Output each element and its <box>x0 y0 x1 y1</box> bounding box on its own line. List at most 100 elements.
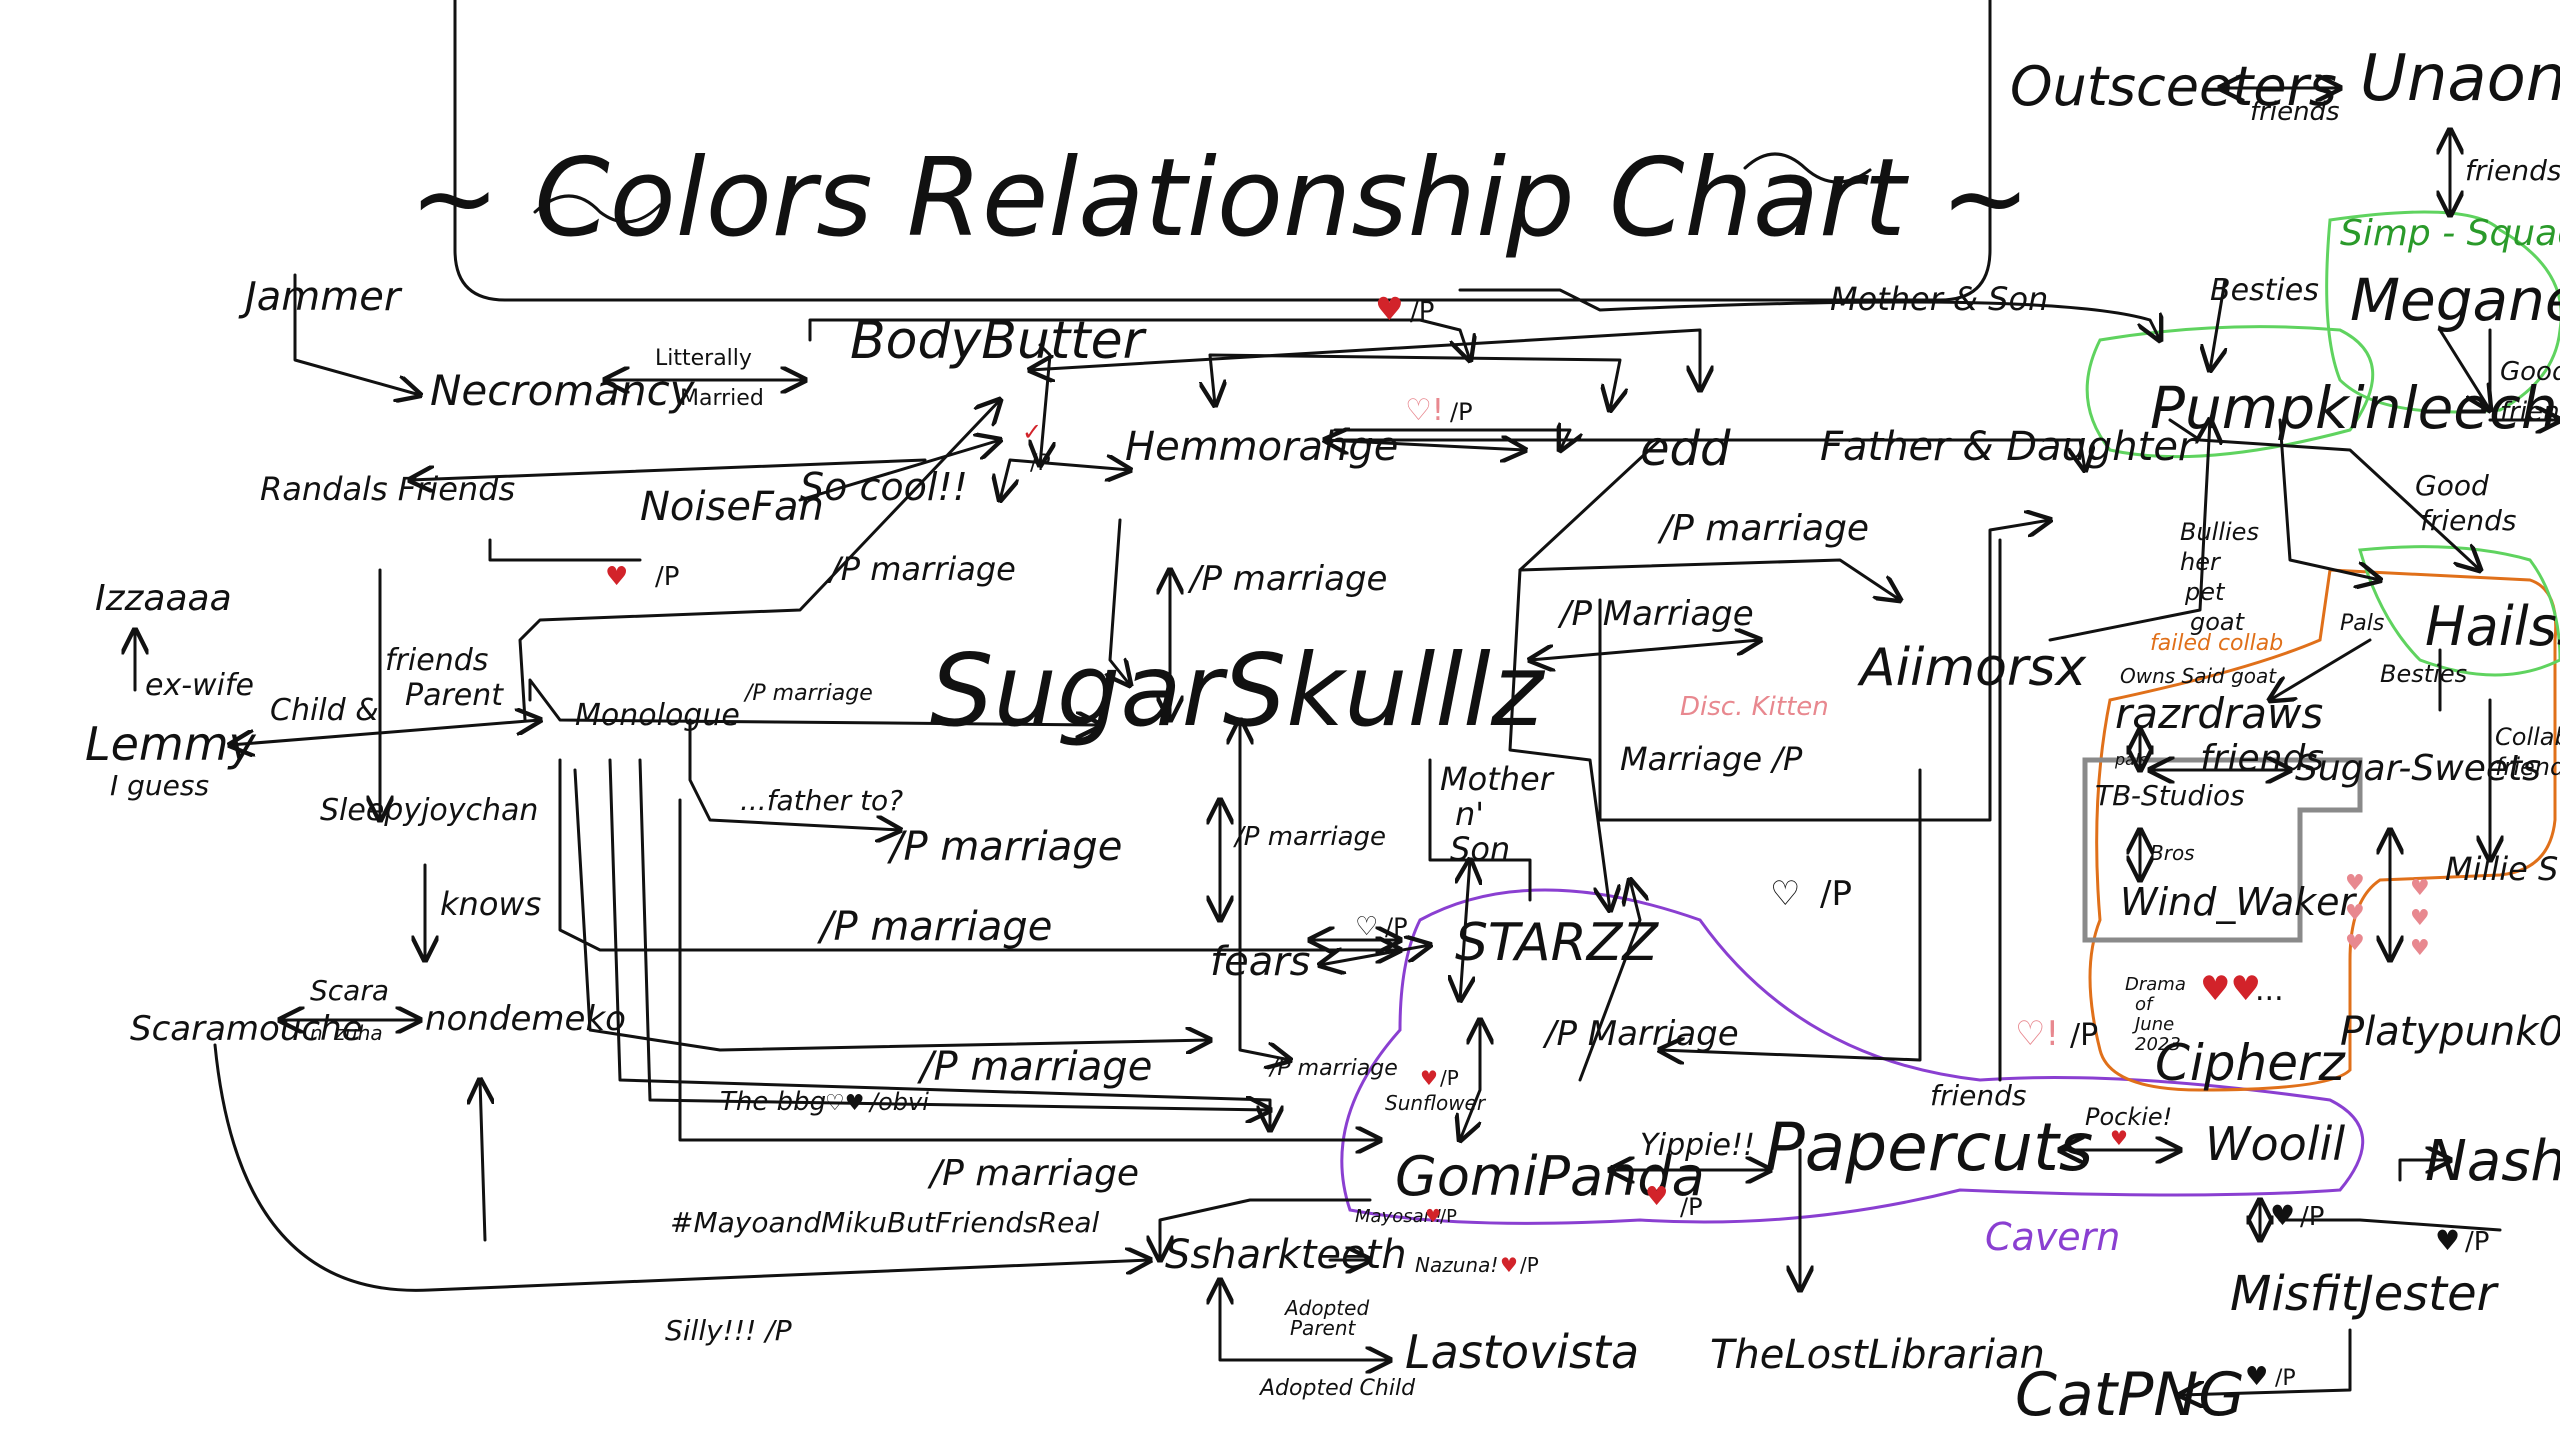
label-failed-collab: failed collab <box>2150 631 2283 656</box>
label-nazuna-p: /P <box>1520 1253 1539 1277</box>
label-collab-friends-1: Collab, <box>2495 723 2560 751</box>
title-squiggle-left <box>533 194 662 224</box>
label-bullies-1: Bullies <box>2180 518 2259 546</box>
node-sugar-sweets[interactable]: Sugar-Sweets <box>2295 748 2541 789</box>
label-mother-n-son-1: Mother <box>1440 760 1555 798</box>
label-pals: Pals <box>2340 611 2384 636</box>
label-heart-p-sunflower: /P <box>1440 1066 1459 1090</box>
label-scara: Scara <box>310 974 389 1007</box>
node-pumpkinleech[interactable]: Pumpkinleech <box>2150 374 2558 442</box>
node-unaone[interactable]: Unaone <box>2360 42 2560 116</box>
node-gomipanda[interactable]: GomiPanda <box>1395 1145 1705 1208</box>
node-izzaaaa[interactable]: Izzaaaa <box>95 578 232 619</box>
node-hailsss[interactable]: Hailsss <box>2425 595 2560 658</box>
label-bullies-4: goat <box>2190 608 2246 636</box>
label-besties-top: Besties <box>2210 273 2319 308</box>
node-razrdraws[interactable]: razrdraws <box>2115 689 2323 738</box>
node-misfitjester[interactable]: MisfitJester <box>2230 1266 2500 1322</box>
node-sugarskulllz[interactable]: SugarSkulllz <box>930 632 1546 749</box>
node-woolil[interactable]: Woolil <box>2205 1117 2345 1171</box>
label-heart-p-top: /P <box>1410 297 1434 327</box>
node-nasher[interactable]: Nasher <box>2425 1129 2560 1194</box>
label-bullies-2: her <box>2180 548 2222 576</box>
label-good-friends-4: friends <box>2420 504 2516 537</box>
label-married: Married <box>680 386 764 411</box>
label-friends-razr: friends <box>2200 738 2324 779</box>
node-meganekko[interactable]: Meganekko <box>2350 266 2560 334</box>
label-drama-2: of <box>2135 994 2155 1015</box>
label-red-hearts-dots: ... <box>2255 973 2284 1008</box>
node-edd[interactable]: edd <box>1640 421 1731 477</box>
node-necromancy[interactable]: Necromancy <box>430 366 696 415</box>
label-besties-hail: Besties <box>2380 660 2467 688</box>
node-catpng[interactable]: CatPNG <box>2015 1360 2245 1430</box>
label-maysan: Mayosan! <box>1355 1206 1442 1227</box>
node-lastovista[interactable]: Lastovista <box>1405 1325 1639 1379</box>
label-father-to: ...father to? <box>740 784 903 817</box>
node-outsceeters[interactable]: Outsceeters <box>2010 55 2337 118</box>
pink-hearts-left-2: ♥ <box>2345 901 2365 926</box>
label-p-marriage-10: /P marriage <box>917 1044 1152 1090</box>
node-platypunk00[interactable]: Platypunk00 <box>2340 1009 2560 1055</box>
label-p-marriage-12: /P marriage <box>927 1153 1139 1194</box>
node-bodybutter[interactable]: BodyButter <box>850 311 1148 371</box>
label-p-marriage-5: /P Marriage <box>1557 594 1754 634</box>
node-monologue[interactable]: Monologue <box>575 698 740 733</box>
heart-bbg: ♡♥ <box>825 1091 864 1116</box>
heart-pockie: ♥ <box>2110 1126 2128 1150</box>
node-thelostlibrarian[interactable]: TheLostLibrarian <box>1710 1332 2045 1378</box>
node-lemmy-subtitle: I guess <box>110 769 209 802</box>
label-p-marriage-6: /P marriage <box>887 824 1122 870</box>
node-noisefan[interactable]: NoiseFan <box>640 484 824 530</box>
cavern-group-outline <box>1340 888 2365 1225</box>
node-sleepyjoychan[interactable]: Sleepyjoychan <box>320 793 538 828</box>
heart-maysan: ♥ <box>1425 1206 1441 1227</box>
label-so-cool: So cool!! <box>800 465 968 509</box>
label-p-marriage-11: /P marriage <box>1268 1056 1398 1081</box>
label-mother-son-top: Mother & Son <box>1830 280 2048 318</box>
heart-nazuna: ♥ <box>1500 1253 1518 1277</box>
label-scara-zuha: n' zuha <box>310 1021 383 1045</box>
label-good-friends-1: Good <box>2500 357 2560 387</box>
node-starzz[interactable]: STARZZ <box>1455 913 1659 973</box>
label-p-marriage-7: /P marriage <box>1233 822 1386 852</box>
red-heart-left: ♥ <box>605 562 628 592</box>
label-pink-heart-p: /P <box>1450 398 1473 426</box>
heart-nasher-left: ♥ <box>2270 1199 2295 1232</box>
heart-starzz: ♡ <box>1770 874 1800 914</box>
node-scaramouche[interactable]: Scaramouche <box>130 1009 363 1049</box>
node-nondemeko[interactable]: nondemeko <box>425 999 626 1039</box>
label-mother-n-son-3: Son <box>1450 830 1510 868</box>
pink-heart-top: ♡! <box>1405 393 1444 428</box>
label-parent-adopted: Parent <box>1290 1316 1357 1340</box>
label-nazuna: Nazuna! <box>1415 1253 1498 1277</box>
node-jammer[interactable]: Jammer <box>238 274 403 320</box>
label-pink-heart-cipherz: /P <box>2070 1018 2098 1053</box>
label-maysan-p: /P <box>1440 1206 1457 1227</box>
collab-group-outline <box>2088 568 2558 1092</box>
node-millie-strawb[interactable]: Millie Strawb <box>2445 850 2560 888</box>
label-marriage-p: Marriage /P <box>1620 740 1803 778</box>
title-frame <box>453 0 1992 302</box>
chart-title: ~ Colors Relationship Chart ~ <box>409 136 2030 261</box>
node-cipherz[interactable]: Cipherz <box>2155 1034 2347 1092</box>
label-owns-goat: Owns Said goat <box>2120 664 2277 688</box>
label-the-bbg: The bbg <box>720 1087 826 1117</box>
label-knows: knows <box>440 885 541 923</box>
label-simp-squad: Simp - Squad <box>2340 213 2560 254</box>
label-drama-4: 2023 <box>2135 1034 2181 1055</box>
node-fears[interactable]: fears <box>1210 939 1311 985</box>
label-yippie: Yippie!! <box>1640 1128 1755 1163</box>
label-ex-wife: ex-wife <box>145 668 254 703</box>
connections <box>135 88 2560 1395</box>
label-heart-p-yippie: /P <box>1680 1193 1703 1221</box>
node-tb-studios[interactable]: TB-Studios <box>2095 779 2245 812</box>
node-lemmy[interactable]: Lemmy <box>85 717 257 771</box>
label-p-marriage-8: /P marriage <box>817 904 1052 950</box>
node-hemmorahge[interactable]: Hemmorahge <box>1125 424 1398 470</box>
node-randals-friends[interactable]: Randals Friends <box>260 470 515 508</box>
node-aiimorsx[interactable]: Aiimorsx <box>1857 638 2087 698</box>
node-ssharkteeth[interactable]: Ssharkteeth <box>1165 1232 1407 1278</box>
node-wind-waker[interactable]: Wind_Waker <box>2120 880 2358 924</box>
node-papercuts[interactable]: Papercuts <box>1765 1109 2093 1186</box>
